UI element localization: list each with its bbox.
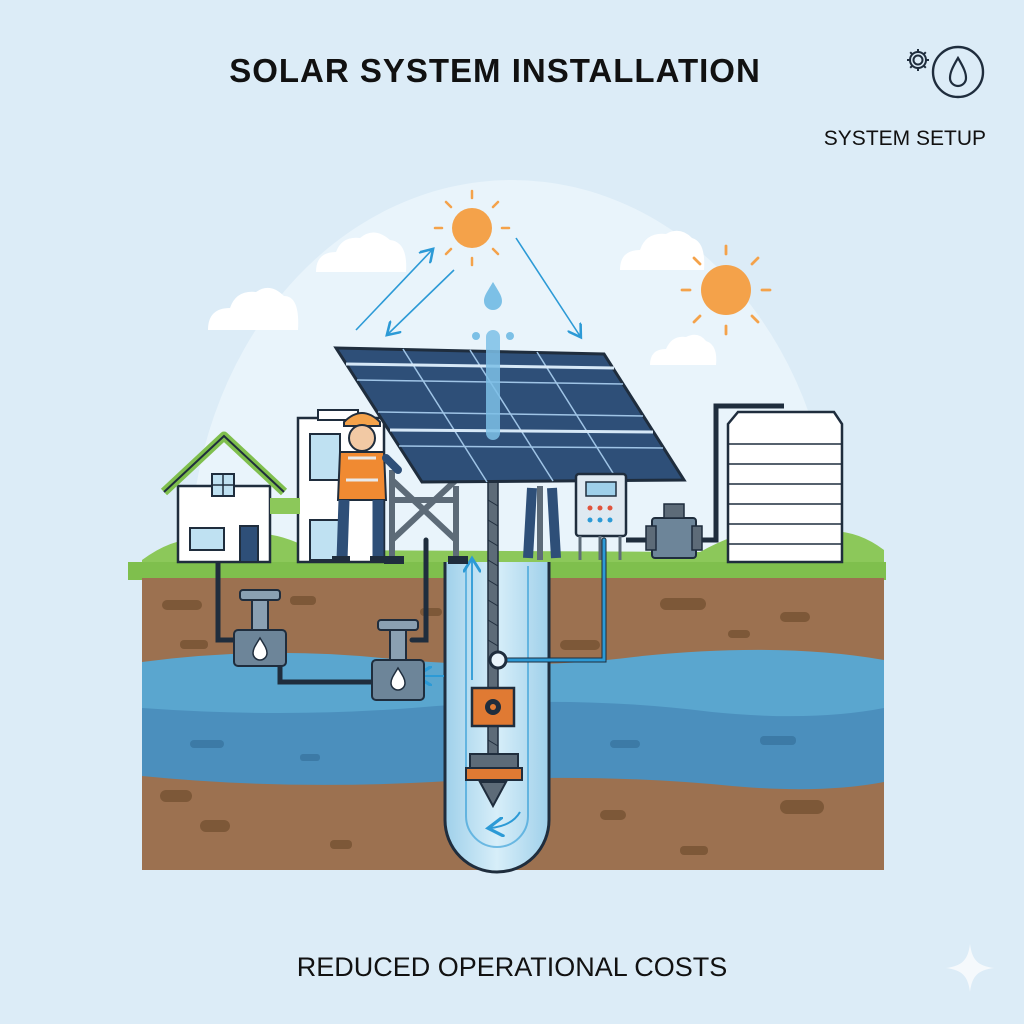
control-box-icon <box>574 472 628 560</box>
light-ray-arrow <box>515 237 580 336</box>
valve-icon <box>233 589 287 667</box>
caption: REDUCED OPERATIONAL COSTS <box>296 952 728 982</box>
cloud-icon <box>650 334 717 365</box>
valve-icon <box>371 619 425 701</box>
sun-icon <box>433 189 511 267</box>
cloud-icon <box>316 232 407 272</box>
sparkle-icon <box>946 944 994 992</box>
motor-icon <box>645 503 703 559</box>
badge-label: SYSTEM SETUP <box>823 127 986 150</box>
flow-arrow <box>490 811 521 828</box>
gear-water-drop-icon <box>907 45 985 99</box>
water-spray-icon <box>472 282 514 440</box>
submersible-pump-icon <box>465 686 523 809</box>
sun-icon <box>680 244 772 336</box>
page-title: SOLAR SYSTEM INSTALLATION <box>229 52 761 89</box>
worker-icon <box>332 412 402 563</box>
house-icon <box>160 431 288 564</box>
solar-panel-icon <box>333 346 687 484</box>
cloud-icon <box>620 230 705 270</box>
cloud-icon <box>208 287 299 330</box>
light-ray-arrow <box>355 250 432 331</box>
light-ray-arrow <box>388 269 455 334</box>
water-tank-icon <box>726 410 844 564</box>
